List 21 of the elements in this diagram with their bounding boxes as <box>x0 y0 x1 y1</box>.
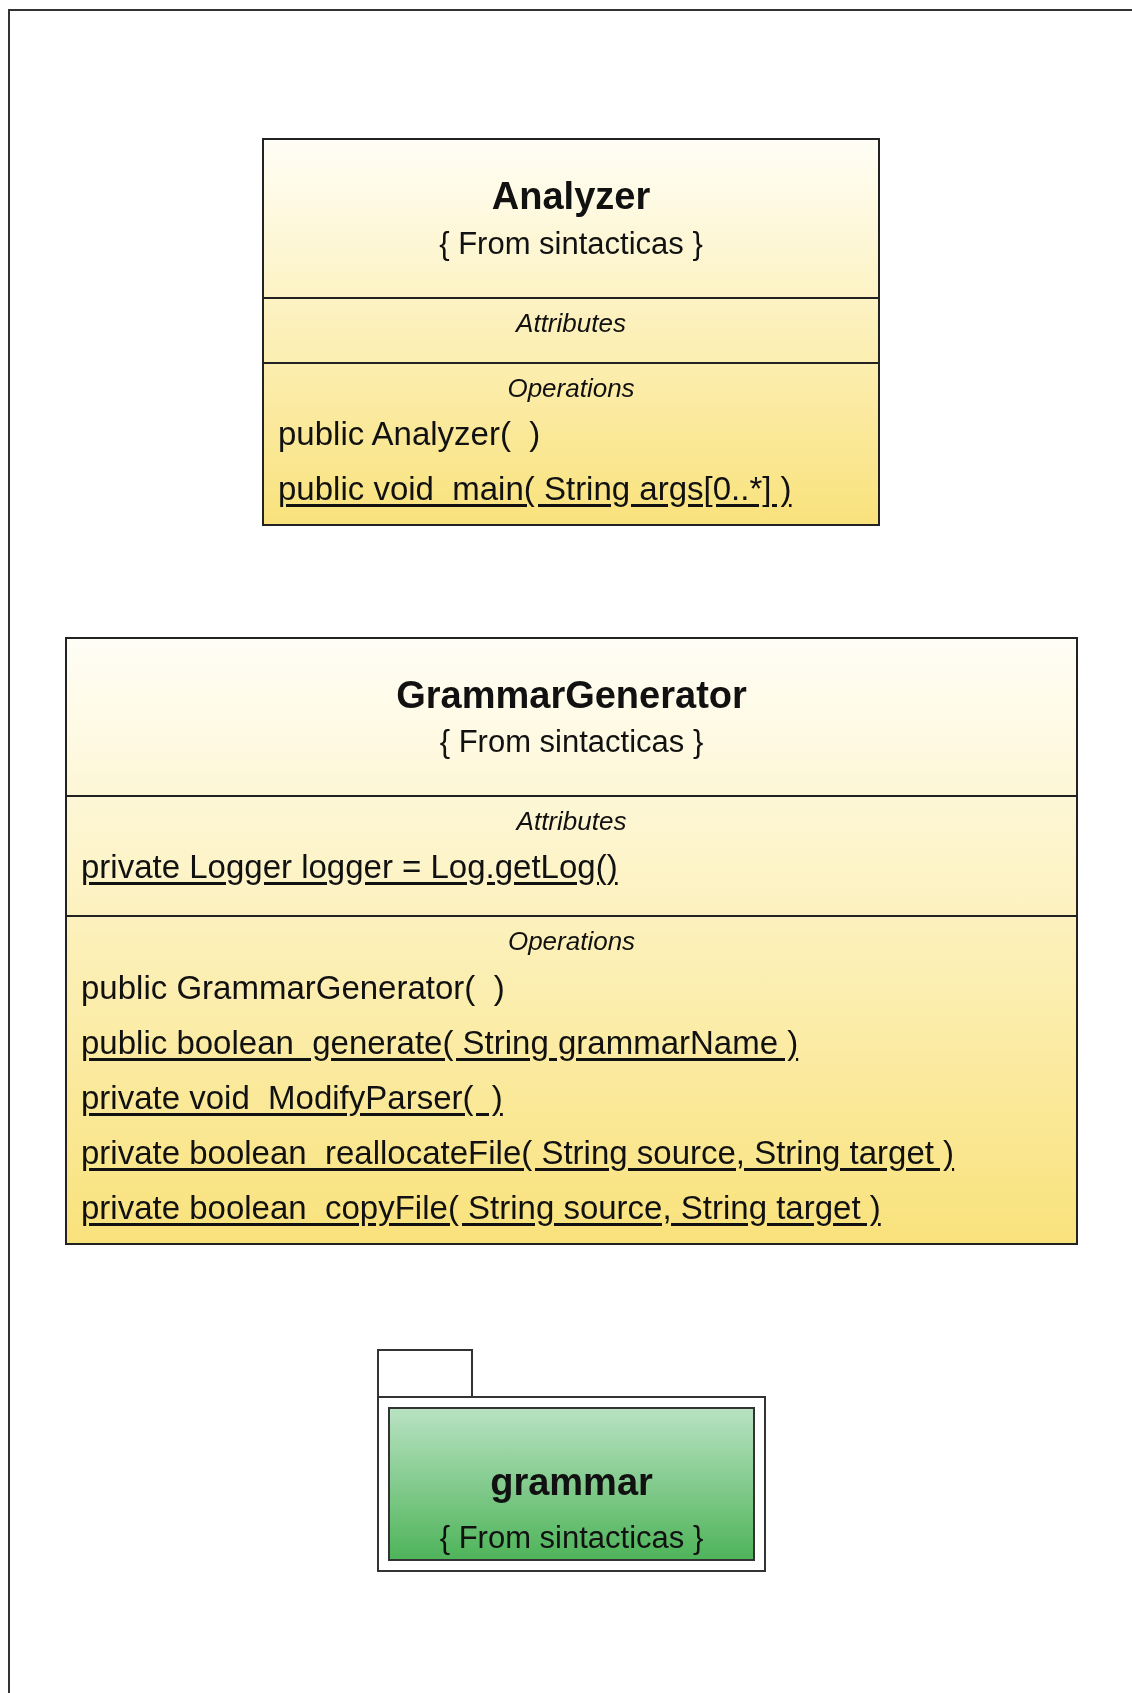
stereotype-text: { From sintacticas } <box>439 1520 704 1556</box>
package-symbol <box>377 1349 766 1572</box>
compartment-label: Operations <box>507 371 635 405</box>
class-name: Analyzer <box>491 174 651 220</box>
operation-text: public boolean generate( String grammarName ) <box>81 1022 799 1063</box>
class-box <box>65 637 1078 1245</box>
compartment-label: Attributes <box>516 307 626 341</box>
operation-text: public Analyzer( ) <box>278 414 541 455</box>
compartment-label: Attributes <box>516 804 627 838</box>
stereotype-text: { From sintacticas } <box>439 224 703 263</box>
compartment-label: Operations <box>507 925 636 959</box>
class-box <box>262 138 880 526</box>
package-name: grammar <box>490 1461 653 1504</box>
class-name: GrammarGenerator <box>396 672 747 718</box>
operation-text: private boolean reallocateFile( String source, String target ) <box>81 1132 955 1173</box>
operation-text: private void ModifyParser( ) <box>81 1077 503 1118</box>
attribute-text: private Logger logger = Log.getLog() <box>81 847 618 888</box>
stereotype-text: { From sintacticas } <box>439 722 704 761</box>
operation-text: public GrammarGenerator( ) <box>81 967 505 1008</box>
operation-text: private boolean copyFile( String source, String target ) <box>81 1187 881 1228</box>
operation-text: public void main( String args[0..*] ) <box>278 469 792 510</box>
